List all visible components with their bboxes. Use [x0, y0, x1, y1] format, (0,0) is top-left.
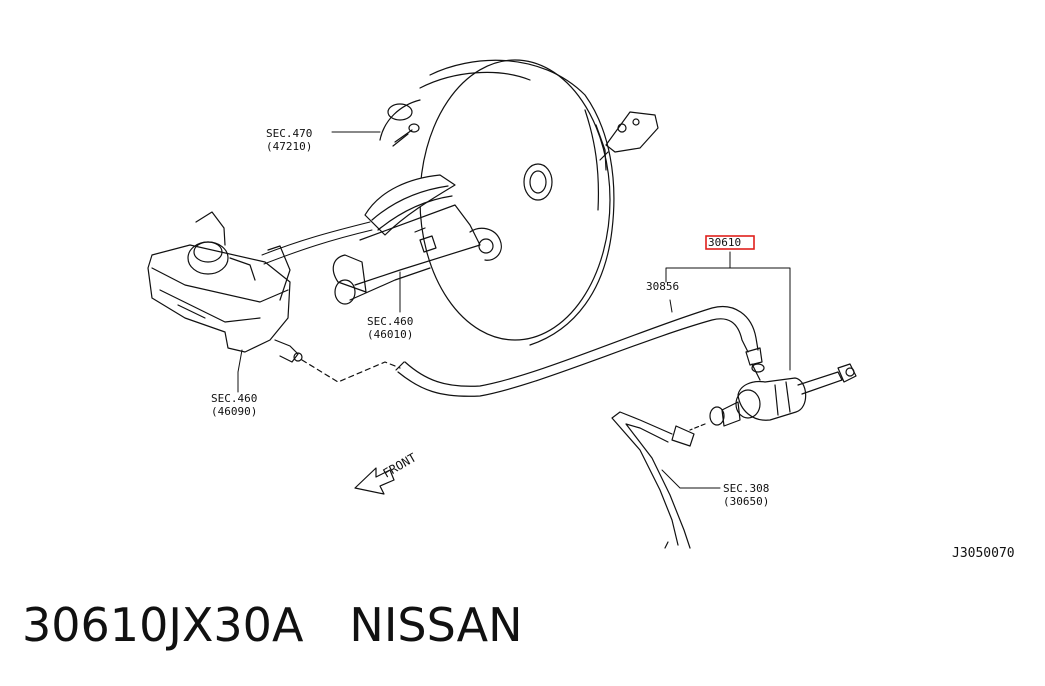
brand-name: NISSAN: [349, 598, 523, 652]
part-number: 30610JX30A: [22, 598, 304, 652]
label-sec460-master-sub: (46010): [367, 328, 413, 341]
label-sec460-reservoir-sub: (46090): [211, 405, 257, 418]
clutch-hose-sec308: [611, 411, 706, 549]
front-arrow: [354, 467, 395, 495]
label-sec308: SEC.308: [723, 482, 769, 495]
brake-booster: [379, 59, 659, 346]
label-sec470: SEC.470: [266, 127, 312, 140]
dashed-connection: [301, 359, 401, 383]
label-part-30610[interactable]: 30610: [708, 236, 741, 249]
clutch-pipe-30856: [395, 306, 763, 397]
master-cylinder: [332, 174, 502, 305]
label-sec460-master: SEC.460: [367, 315, 413, 328]
label-part-30856: 30856: [646, 280, 679, 293]
part-highlight-box: [705, 235, 755, 250]
label-front: FRONT: [381, 450, 419, 480]
label-sec460-reservoir: SEC.460: [211, 392, 257, 405]
label-sec308-sub: (30650): [723, 495, 769, 508]
leader-lines: [237, 131, 791, 489]
operating-cylinder: [709, 363, 857, 427]
part-caption: 30610JX30A NISSAN: [22, 598, 523, 652]
drawing-code: J3050070: [952, 546, 1015, 561]
reservoir-tank: [147, 211, 373, 363]
label-sec470-sub: (47210): [266, 140, 312, 153]
